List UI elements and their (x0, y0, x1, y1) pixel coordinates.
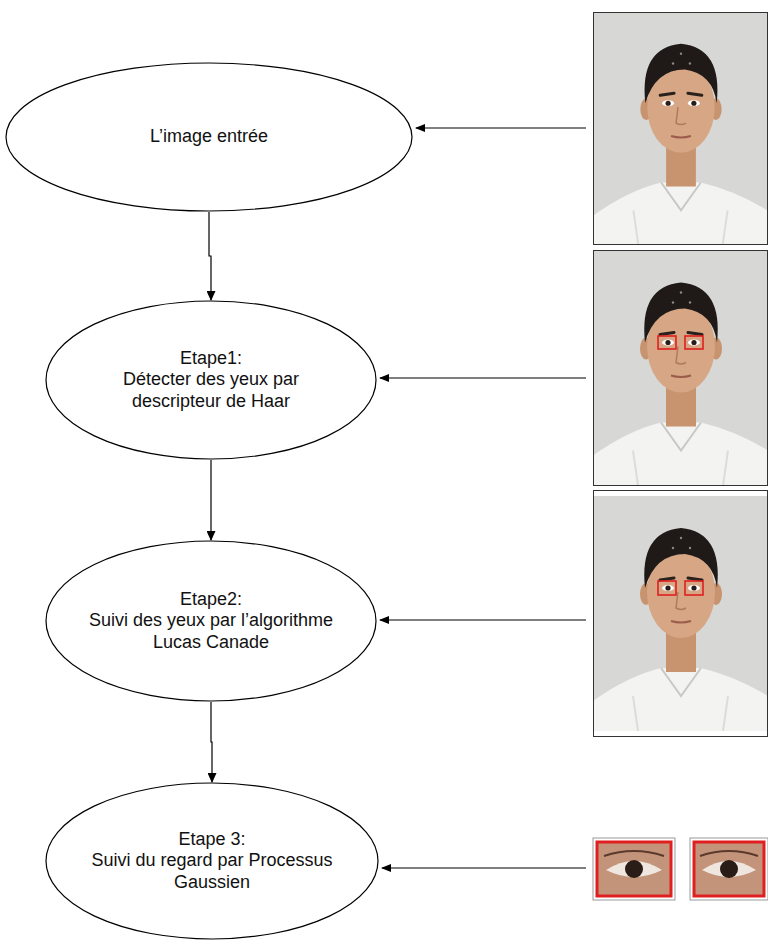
step-text: Suivi des yeux par l’algorithme Lucas Ca… (88, 610, 334, 653)
step-text: Suivi du regard par Processus Gaussien (88, 850, 335, 893)
flow-arrow (209, 212, 211, 300)
node-text: Etape 3:Suivi du regard par Processus Ga… (88, 829, 335, 894)
detection-photo (593, 251, 768, 486)
step-text: L’image entrée (58, 126, 360, 148)
photo-arrows (380, 128, 586, 868)
step-heading: Etape2: (88, 589, 334, 611)
node-text: Etape2:Suivi des yeux par l’algorithme L… (88, 589, 334, 654)
flow-arrow (211, 702, 212, 782)
process-ellipse: Etape 3:Suivi du regard par Processus Ga… (45, 782, 379, 940)
flow-arrow (210, 460, 211, 540)
process-ellipse: Etape2:Suivi des yeux par l’algorithme L… (45, 540, 377, 702)
node-text: L’image entrée (58, 126, 360, 148)
step-heading: Etape 3: (88, 829, 335, 851)
eye-crops (593, 838, 768, 900)
step-heading: Etape1: (88, 348, 334, 370)
process-ellipse: Etape1:Détecter des yeux par descripteur… (45, 300, 377, 460)
tracking-photo (593, 491, 768, 737)
node-text: Etape1:Détecter des yeux par descripteur… (88, 348, 334, 413)
input-photo (594, 12, 768, 245)
process-ellipse: L’image entrée (5, 62, 413, 212)
step-text: Détecter des yeux par descripteur de Haa… (88, 369, 334, 412)
